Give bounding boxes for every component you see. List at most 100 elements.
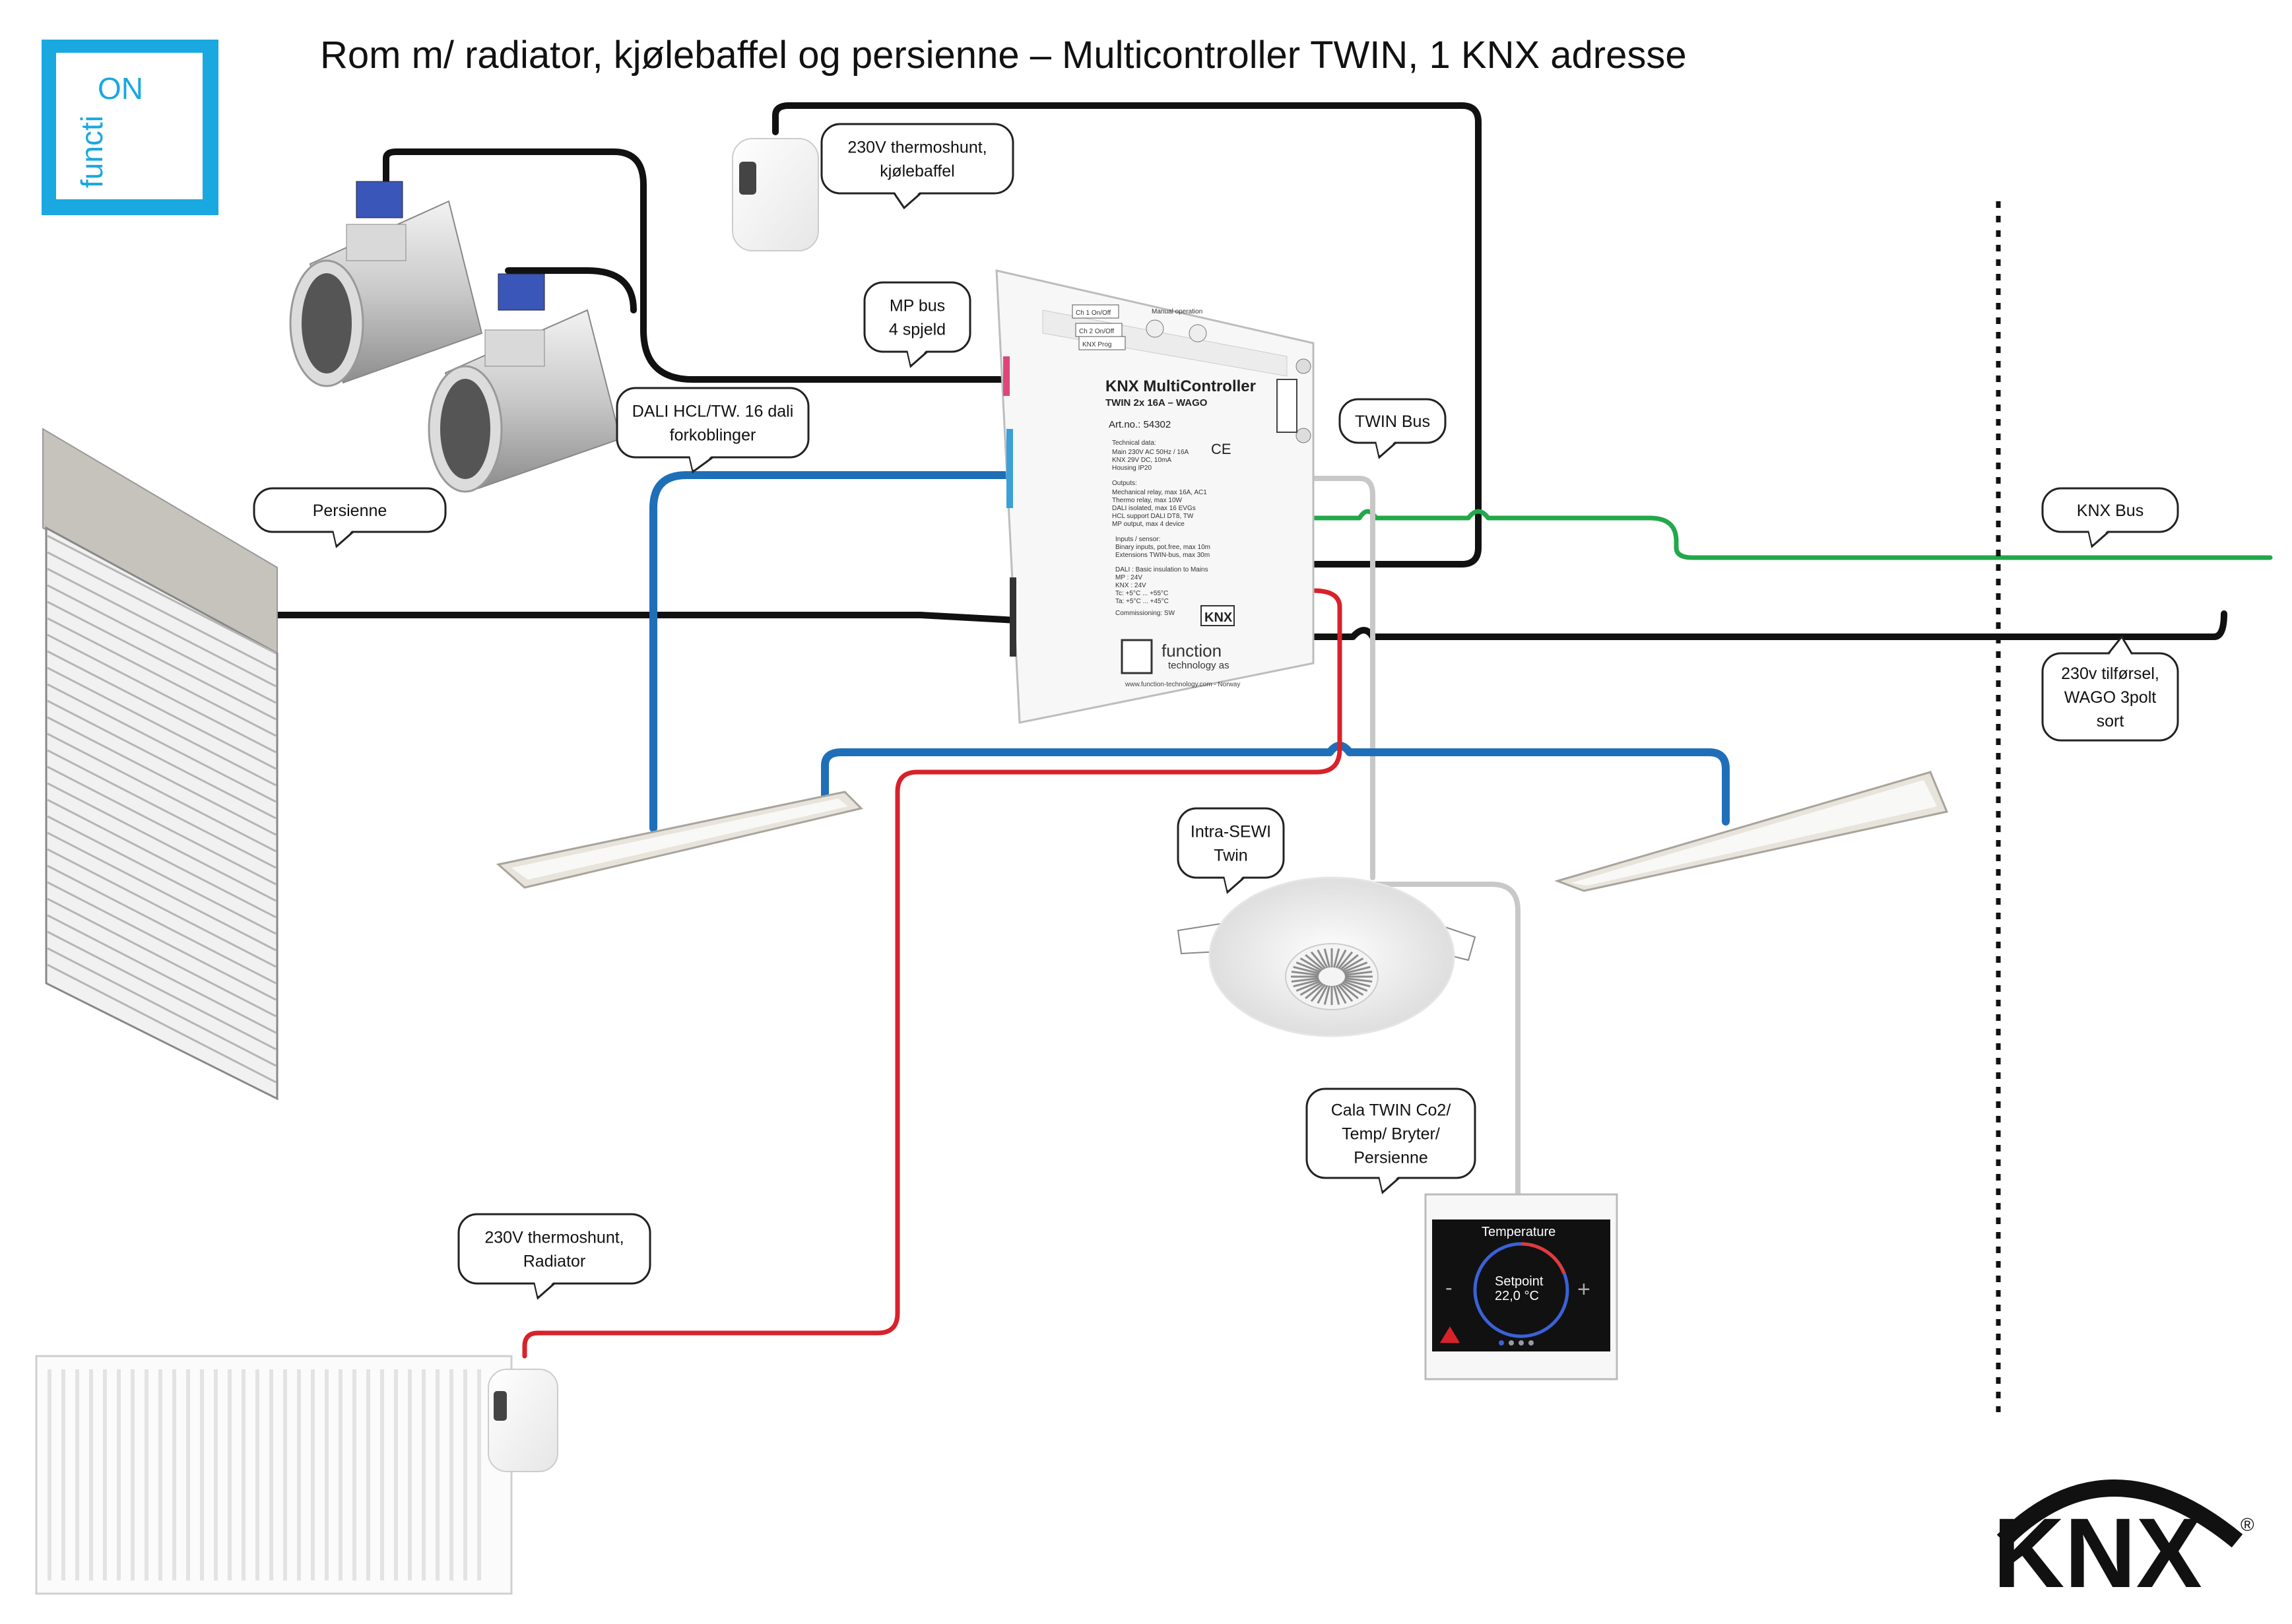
page-title: Rom m/ radiator, kjølebaffel og persienn… bbox=[320, 34, 1687, 77]
sensor-fin bbox=[1344, 965, 1371, 975]
blind-slat bbox=[47, 650, 277, 770]
outputs-heading: Outputs: bbox=[1112, 480, 1137, 487]
sensor-fin bbox=[1317, 985, 1328, 1004]
blind-slat bbox=[47, 601, 277, 721]
sensor-fin bbox=[1335, 949, 1347, 969]
controller-name: KNX MultiController bbox=[1105, 377, 1256, 395]
function-on-logo: ON functi bbox=[42, 40, 218, 215]
sensor-fin bbox=[1305, 983, 1325, 1000]
sensor-fin bbox=[1310, 951, 1326, 969]
output-line-3: DALI isolated, max 16 EVGs bbox=[1112, 505, 1196, 512]
blind-slat bbox=[47, 568, 277, 688]
sensor-fin bbox=[1339, 983, 1359, 1000]
blind-slat bbox=[47, 716, 277, 836]
wires bbox=[274, 102, 2273, 1412]
blind-slat bbox=[47, 914, 277, 1034]
sensor-fin bbox=[1341, 958, 1364, 972]
thermostat-plus-button: + bbox=[1577, 1277, 1590, 1302]
sensor-fin bbox=[1339, 954, 1359, 971]
knx-prog-button bbox=[1078, 336, 1126, 350]
blind-slat bbox=[47, 535, 277, 655]
blind-slat bbox=[47, 732, 277, 853]
sensor-fin bbox=[1299, 981, 1323, 996]
ce-mark: CE bbox=[1211, 441, 1231, 457]
controller-website: www.function-technology.com - Norway bbox=[1125, 681, 1240, 688]
callout-thermo-kjolebaffel: 230V thermoshunt,kjølebaffel bbox=[820, 123, 1014, 210]
radiator bbox=[35, 1355, 513, 1595]
callout-line: Cala TWIN Co2/ bbox=[1331, 1101, 1451, 1120]
tech-line-1: Main 230V AC 50Hz / 16A bbox=[1112, 449, 1189, 456]
logo-on-text: ON bbox=[98, 71, 143, 106]
mp-bus-wire bbox=[383, 148, 1013, 383]
thermostat-setpoint-label: Setpoint bbox=[1495, 1274, 1544, 1289]
tech-line-3: Housing IP20 bbox=[1112, 465, 1152, 472]
tech-line-2: KNX 29V DC, 10mA bbox=[1112, 457, 1171, 464]
kjolebaffel-wire bbox=[772, 102, 1482, 568]
callout-line: WAGO 3polt bbox=[2064, 688, 2156, 707]
thermoshunt-radiator bbox=[488, 1369, 558, 1472]
sensor-fin bbox=[1337, 951, 1354, 969]
callout-line: DALI HCL/TW. 16 dali bbox=[632, 403, 794, 421]
blind-slat bbox=[47, 831, 277, 952]
dali-line-2: KNX : 24V bbox=[1115, 582, 1146, 589]
dali-line-1: MP : 24V bbox=[1115, 574, 1142, 581]
sensor-fin bbox=[1344, 977, 1373, 983]
callout-line: KNX Bus bbox=[2077, 502, 2144, 520]
callout-line: Intra-SEWI bbox=[1191, 823, 1271, 841]
dali-line-3: Tc: +5°C ... +55°C bbox=[1115, 590, 1168, 597]
blind-slat bbox=[47, 683, 277, 803]
blind-slat bbox=[47, 798, 277, 919]
sensor-fin bbox=[1295, 980, 1321, 992]
sensor-fin bbox=[1335, 985, 1347, 1004]
blind-slat bbox=[47, 963, 277, 1084]
output-line-1: Mechanical relay, max 16A, AC1 bbox=[1112, 489, 1207, 496]
callout-twin-bus: TWIN Bus bbox=[1338, 398, 1447, 459]
sensor-fin bbox=[1305, 954, 1325, 971]
output-line-5: MP output, max 4 device bbox=[1112, 521, 1185, 528]
blind-slat bbox=[47, 930, 277, 1051]
callout-line: Radiator bbox=[523, 1252, 586, 1271]
callout-thermo-radiator: 230V thermoshunt,Radiator bbox=[457, 1213, 651, 1300]
inputs-heading: Inputs / sensor: bbox=[1115, 536, 1160, 543]
knx-logo: KNX ® bbox=[1993, 1479, 2254, 1608]
sensor-fin bbox=[1293, 979, 1320, 988]
persienne-wire bbox=[274, 612, 1020, 624]
twin-bus-wire-cala bbox=[1370, 882, 1521, 1197]
blind-slat bbox=[47, 699, 277, 820]
callout-line: MP bus bbox=[890, 297, 945, 315]
callout-line: Persienne bbox=[313, 502, 387, 520]
twin-bus-wire bbox=[1307, 476, 1375, 880]
led-panel-right bbox=[1554, 771, 1949, 892]
led-panel-left bbox=[496, 791, 863, 889]
damper-2 bbox=[428, 273, 622, 493]
sensor-fin bbox=[1333, 948, 1340, 968]
blind-slat bbox=[47, 848, 277, 968]
blind-slat bbox=[47, 897, 277, 1018]
callout-line: sort bbox=[2097, 712, 2124, 731]
heating-icon bbox=[1440, 1326, 1460, 1343]
dali-line-4: Ta: +5°C ... +45°C bbox=[1115, 598, 1169, 605]
supply-wire bbox=[1307, 610, 2227, 640]
sensor-fin bbox=[1337, 984, 1354, 1002]
blind-slat bbox=[47, 633, 277, 754]
sensor-fin bbox=[1342, 961, 1368, 973]
sensor-fin bbox=[1344, 971, 1373, 977]
callout-persienne: Persienne bbox=[253, 487, 447, 548]
callout-line: Persienne bbox=[1354, 1149, 1428, 1167]
sensor-fin bbox=[1317, 949, 1328, 969]
input-line-1: Binary inputs, pot.free, max 10m bbox=[1115, 544, 1210, 551]
knx-logo-text: KNX bbox=[1993, 1497, 2202, 1608]
thermoshunt-kjolebaffel bbox=[732, 138, 819, 251]
damper-1 bbox=[289, 181, 483, 387]
callout-line: Temp/ Bryter/ bbox=[1342, 1125, 1440, 1144]
input-line-2: Extensions TWIN-bus, max 30m bbox=[1115, 552, 1210, 559]
intra-sewi-sensor bbox=[1177, 876, 1476, 1037]
sensor-fin bbox=[1323, 948, 1330, 968]
tech-heading: Technical data: bbox=[1112, 439, 1156, 447]
blind-slat bbox=[47, 881, 277, 1001]
blind-slat bbox=[47, 551, 277, 671]
callout-line: 230v tilførsel, bbox=[2061, 665, 2159, 683]
